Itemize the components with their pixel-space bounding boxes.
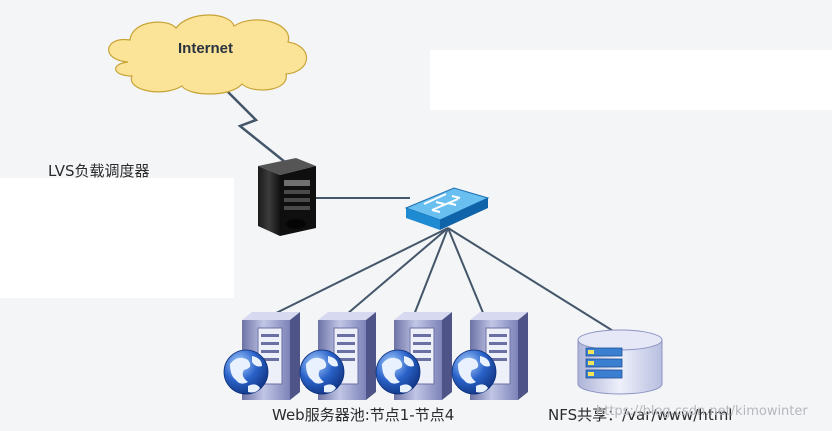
switch-web1-link xyxy=(261,227,449,321)
storage-database-icon xyxy=(577,329,663,395)
network-switch-icon xyxy=(404,187,490,230)
nfs-share-label: NFS共享：/var/www/html xyxy=(548,406,733,424)
switch-web4-link xyxy=(447,227,487,321)
internet-label: Internet xyxy=(178,40,234,57)
web-server-globe-icon-4 xyxy=(451,312,528,400)
web-server-globe-icon-2 xyxy=(299,312,376,400)
background-panel-left xyxy=(0,178,234,298)
switch-web3-link xyxy=(411,227,449,321)
switch-nfs-link xyxy=(447,227,619,335)
lvs-scheduler-label: LVS负载调度器 xyxy=(48,162,150,180)
internet-lightning-link xyxy=(221,85,286,163)
web-server-globe-icon-1 xyxy=(223,312,300,400)
switch-web2-link xyxy=(339,227,449,321)
web-server-pool-label: Web服务器池:节点1-节点4 xyxy=(272,406,455,424)
connection-lines xyxy=(221,85,619,335)
tower-server-icon xyxy=(258,158,316,236)
cloud-icon xyxy=(108,14,308,95)
watermark-text: https://blog.csdn.net/kimowinter xyxy=(596,404,808,419)
background-panel-right xyxy=(430,50,832,110)
web-server-globe-icon-3 xyxy=(375,312,452,400)
